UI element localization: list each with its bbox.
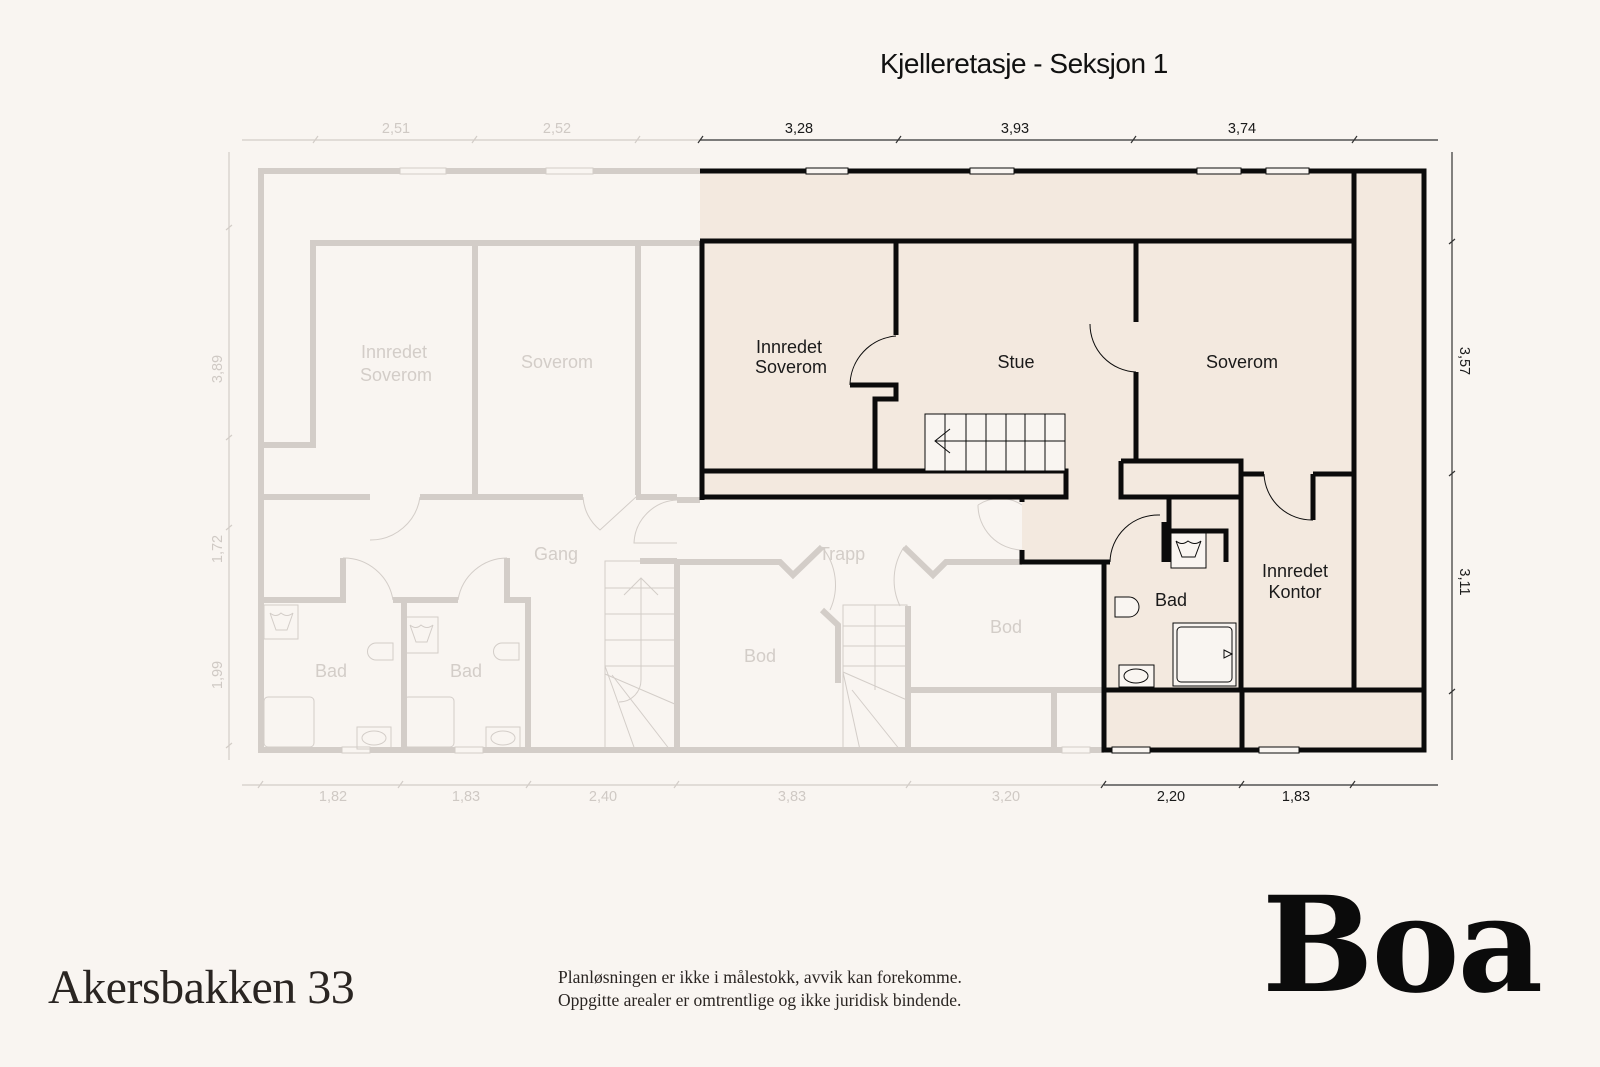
inactive-bath-fixtures <box>263 604 521 750</box>
floor-plan-title: Kjelleretasje - Seksjon 1 <box>880 48 1168 79</box>
dim-bottom-2: 1,83 <box>452 789 480 805</box>
dimension-labels: 2,51 2,52 3,28 3,93 3,74 1,82 1,83 2,40 … <box>210 121 1472 805</box>
room-bod-1: Bod <box>744 646 776 666</box>
dim-right-2: 3,11 <box>1456 568 1472 595</box>
room-soverom-inactive: Soverom <box>521 352 593 372</box>
dim-left-3: 1,99 <box>210 661 226 689</box>
inactive-room-labels: Innredet Soverom Soverom Gang Trapp Bad … <box>315 342 1022 681</box>
dimension-lines <box>225 135 1456 789</box>
dim-top-4: 3,93 <box>1001 121 1029 137</box>
room-bad-inactive-2: Bad <box>450 661 482 681</box>
dim-bottom-3: 2,40 <box>589 789 617 805</box>
disclaimer-line-2: Oppgitte arealer er omtrentlige og ikke … <box>558 990 962 1010</box>
inactive-doors <box>342 496 1023 611</box>
room-stue: Stue <box>997 352 1034 372</box>
disclaimer-line-1: Planløsningen er ikke i målestokk, avvik… <box>558 967 962 987</box>
dim-bottom-7: 1,83 <box>1282 789 1310 805</box>
dim-left-2: 1,72 <box>210 535 226 563</box>
dim-right-1: 3,57 <box>1456 347 1472 375</box>
dim-top-3: 3,28 <box>785 121 813 137</box>
room-soverom: Soverom <box>1206 352 1278 372</box>
inactive-stairs <box>604 560 908 751</box>
active-bath-fixtures <box>1114 532 1237 688</box>
room-innredet-soverom-2: Soverom <box>755 357 827 377</box>
active-room-labels: Innredet Soverom Stue Soverom Bad Innred… <box>755 337 1328 610</box>
dim-top-2: 2,52 <box>543 121 571 137</box>
active-stairs <box>924 413 1066 472</box>
dim-bottom-1: 1,82 <box>319 789 347 805</box>
property-address: Akersbakken 33 <box>48 961 355 1014</box>
room-gang: Gang <box>534 544 578 564</box>
active-walls <box>699 168 1427 753</box>
dim-left-1: 3,89 <box>210 355 226 383</box>
room-bod-2: Bod <box>990 617 1022 637</box>
room-innredet-soverom-inactive-2: Soverom <box>360 365 432 385</box>
brand-logo: Boa <box>1262 868 1543 1023</box>
active-windows <box>805 167 1310 754</box>
active-doors <box>849 323 1314 563</box>
room-trapp: Trapp <box>819 544 865 564</box>
room-innredet-soverom-inactive-1: Innredet <box>361 342 427 362</box>
disclaimer: Planløsningen er ikke i målestokk, avvik… <box>558 966 962 1012</box>
dim-bottom-5: 3,20 <box>992 789 1020 805</box>
dim-top-1: 2,51 <box>382 121 410 137</box>
room-innredet-kontor-1: Innredet <box>1262 561 1328 581</box>
dim-bottom-4: 3,83 <box>778 789 806 805</box>
dim-top-5: 3,74 <box>1228 121 1256 137</box>
inactive-windows <box>341 167 1091 754</box>
dim-bottom-6: 2,20 <box>1157 789 1185 805</box>
room-bad-inactive-1: Bad <box>315 661 347 681</box>
room-bad: Bad <box>1155 590 1187 610</box>
room-innredet-kontor-2: Kontor <box>1268 582 1321 602</box>
room-innredet-soverom-1: Innredet <box>756 337 822 357</box>
